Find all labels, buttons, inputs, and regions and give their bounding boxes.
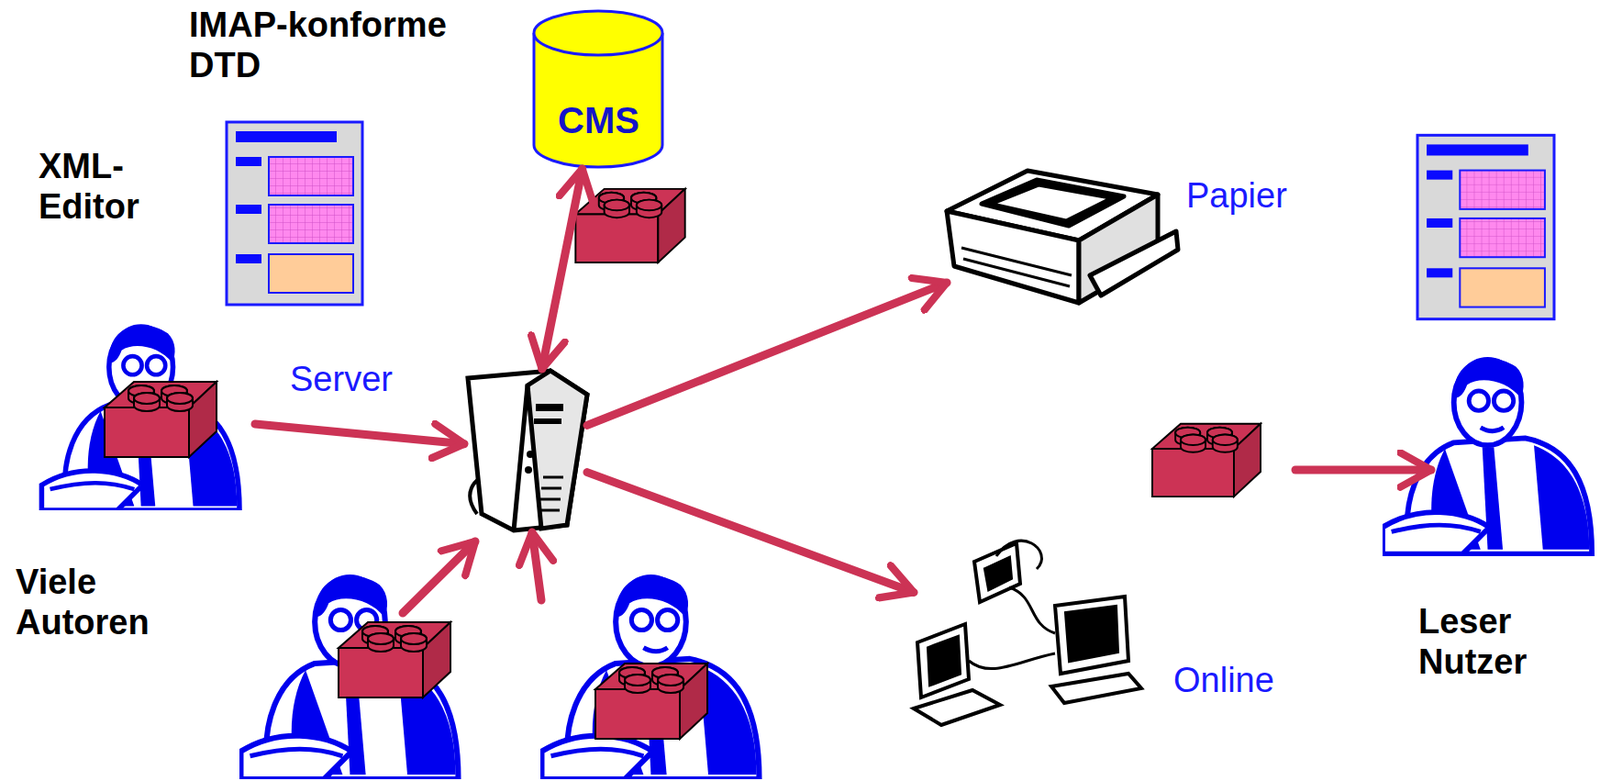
- flow-arrow: [255, 423, 465, 445]
- figure-label: XML-Editor: [38, 146, 177, 227]
- diagram-node: Leser Nutzer: [1382, 346, 1597, 556]
- node-label: CMS: [557, 99, 640, 142]
- diagram-node: Online: [913, 543, 1142, 725]
- diagram-node: Papier: [946, 170, 1178, 303]
- node-label: Server: [289, 359, 393, 400]
- server-tower: [467, 370, 588, 531]
- flow-arrow: [587, 282, 947, 425]
- node-label: Papier: [1186, 176, 1288, 217]
- node-label: Leser Nutzer: [1418, 601, 1584, 682]
- diagram-node: Viele Autoren: [30, 316, 256, 511]
- computers-icon: [913, 540, 1142, 725]
- author-arrow: [402, 541, 476, 613]
- node-label: Viele Autoren: [15, 562, 200, 643]
- flow-arrow: [542, 168, 583, 369]
- diagram-node: CMS: [533, 11, 663, 169]
- printer-icon: [946, 170, 1178, 303]
- delivery-arrow: [1295, 466, 1432, 475]
- node-label: Online: [1173, 660, 1275, 701]
- flow-arrow: [587, 472, 914, 593]
- cms-cylinder: [533, 11, 663, 167]
- figure-label: IMAP-konforme DTD: [188, 5, 501, 86]
- diagram-node: Server: [464, 368, 588, 531]
- author-arrow: [532, 532, 542, 600]
